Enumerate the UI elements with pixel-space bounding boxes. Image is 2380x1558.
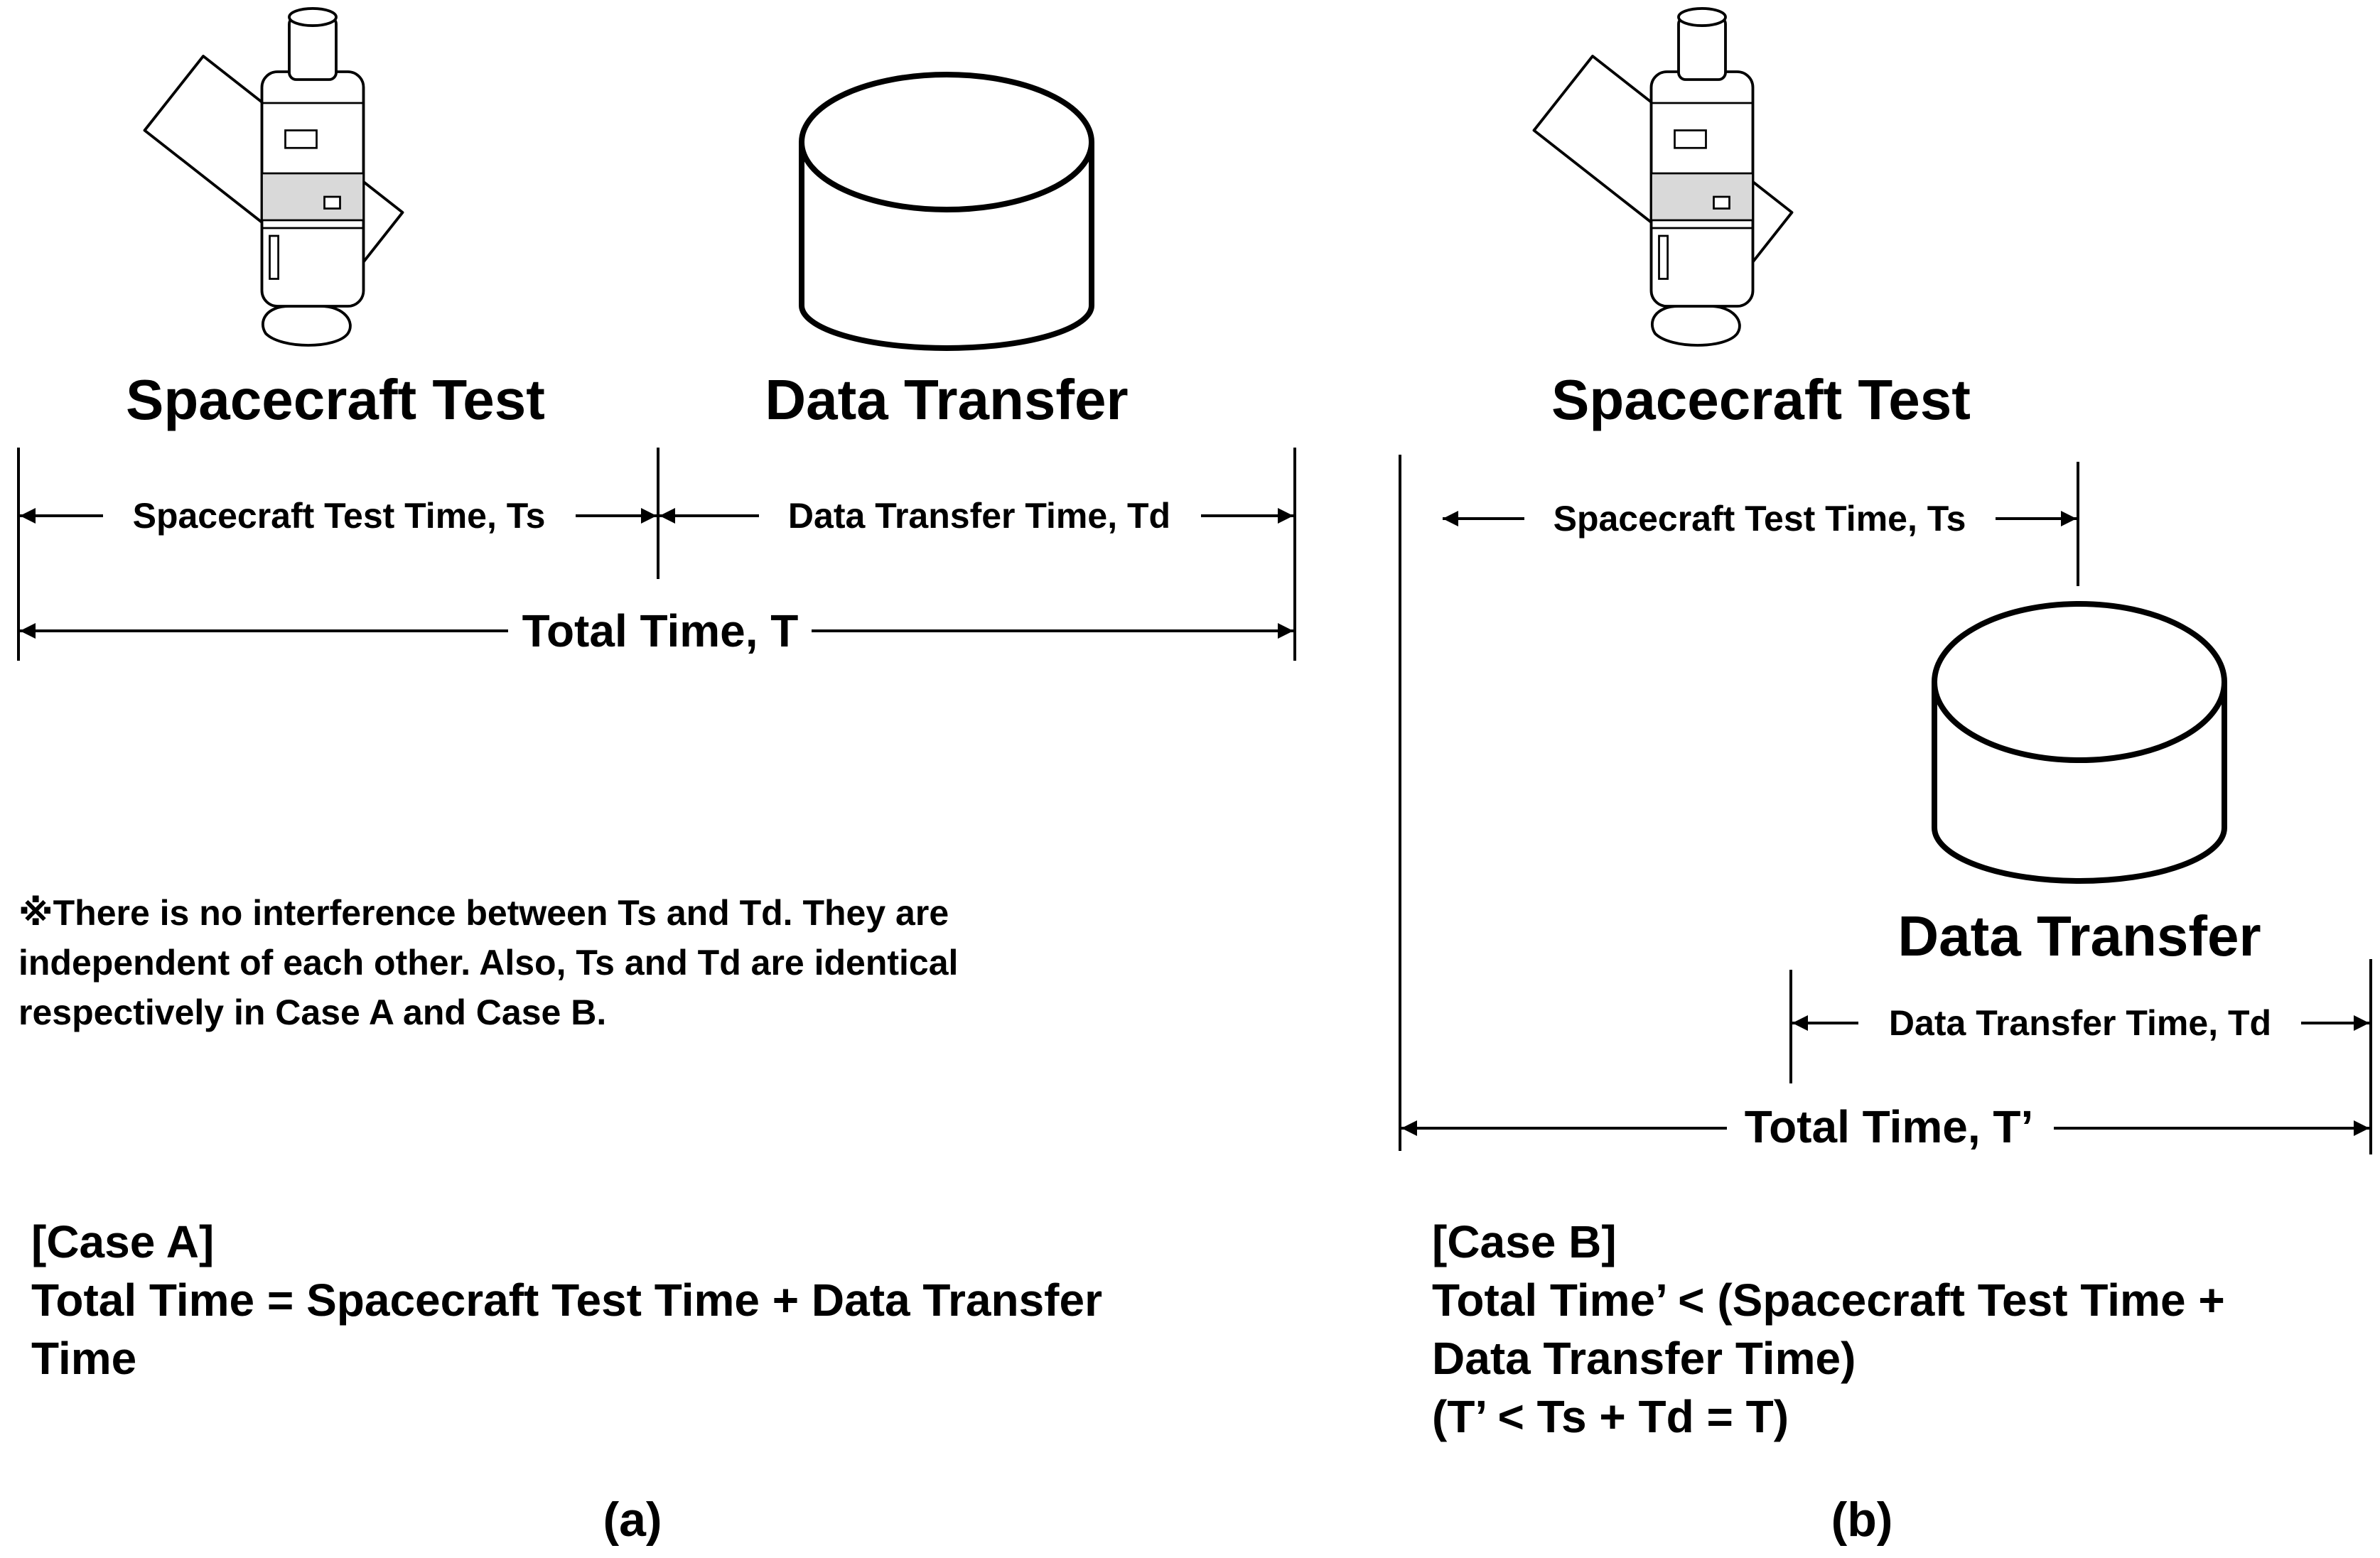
case-a-title: [Case A] <box>31 1216 214 1267</box>
total-label: Total Time, T <box>522 605 799 656</box>
td-label: Data Transfer Time, Td <box>1889 1003 2271 1043</box>
total-label: Total Time, T’ <box>1745 1101 2034 1152</box>
case-a-formula-line-2: Time <box>31 1333 136 1384</box>
note-line-3: respectively in Case A and Case B. <box>18 992 606 1032</box>
ts-label: Spacecraft Test Time, Ts <box>133 496 546 536</box>
case-b-formula-line-2: Data Transfer Time) <box>1432 1333 1856 1384</box>
satellite-icon <box>143 6 404 347</box>
spacecraft-test-label: Spacecraft Test <box>126 368 545 431</box>
case-b-formula-line-3: (T’ < Ts + Td = T) <box>1432 1391 1789 1442</box>
case-b-panel: Spacecraft Test Spacecraft Test Time, Ts… <box>1399 6 2372 1547</box>
spacecraft-test-label: Spacecraft Test <box>1551 368 1971 431</box>
database-icon <box>1932 601 2227 884</box>
ts-label: Spacecraft Test Time, Ts <box>1554 499 1966 539</box>
data-transfer-label: Data Transfer <box>1897 904 2261 968</box>
note-line-2: independent of each other. Also, Ts and … <box>18 943 958 983</box>
panel-label-a: (a) <box>603 1493 662 1547</box>
database-icon <box>799 72 1094 351</box>
case-b-title: [Case B] <box>1432 1216 1617 1267</box>
data-transfer-label: Data Transfer <box>765 368 1128 431</box>
note-line-1: ※There is no interference between Ts and… <box>18 893 949 933</box>
satellite-icon <box>1532 6 1794 347</box>
case-a-formula-line-1: Total Time = Spacecraft Test Time + Data… <box>31 1275 1102 1326</box>
case-b-formula-line-1: Total Time’ < (Spacecraft Test Time + <box>1432 1275 2225 1326</box>
panel-label-b: (b) <box>1831 1493 1893 1547</box>
td-label: Data Transfer Time, Td <box>788 496 1170 536</box>
case-a-panel: Spacecraft Test Data Transfer Spacecraft… <box>17 6 1296 1547</box>
